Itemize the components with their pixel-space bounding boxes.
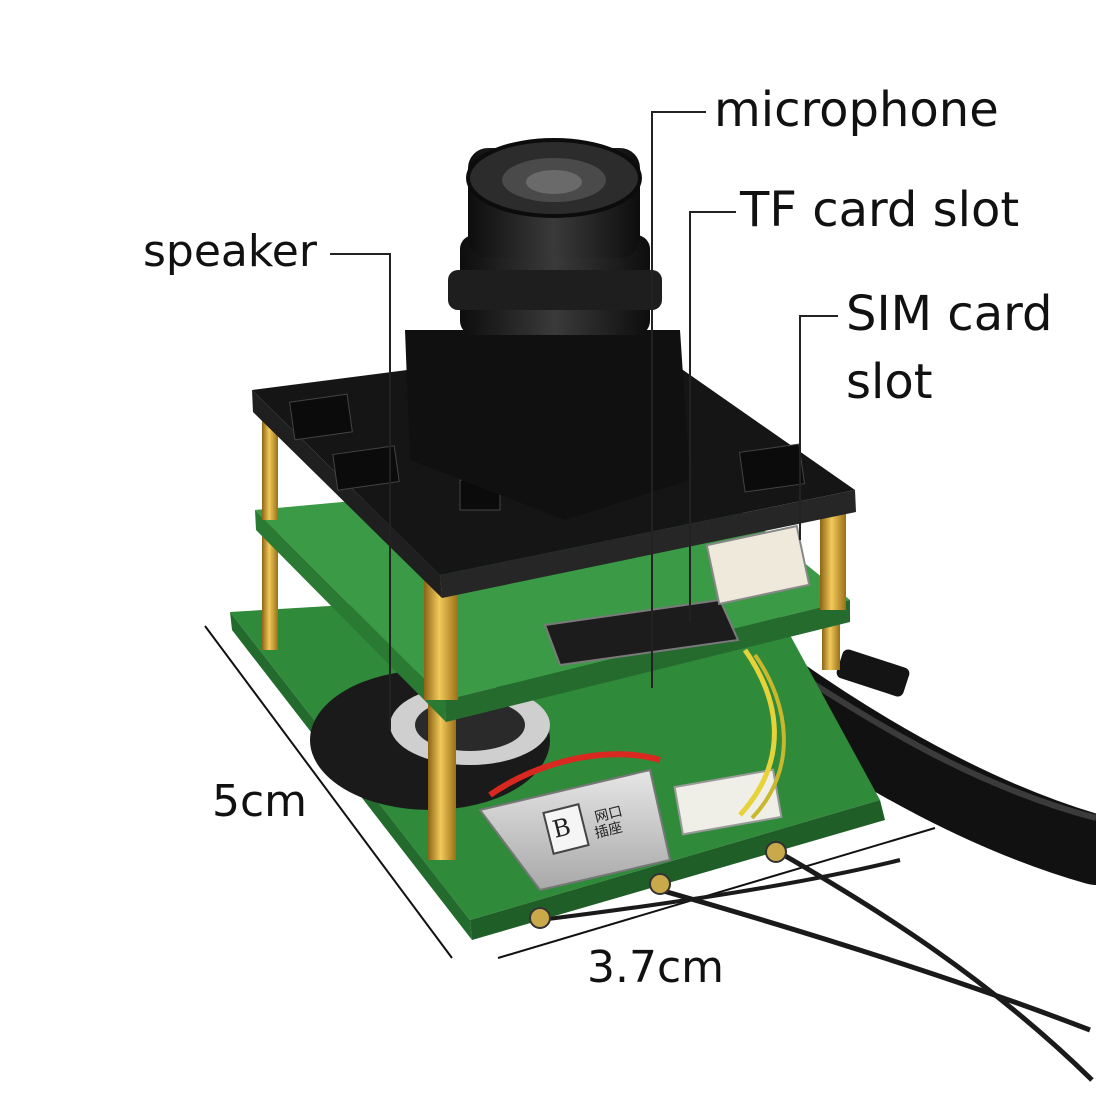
cable-tie [836,649,910,697]
wire-red [488,751,661,798]
antenna-connector [649,873,671,895]
leader-line-microphone [651,111,706,688]
antenna-cable [539,858,901,922]
standoff [262,420,278,520]
chip [289,393,353,441]
label-microphone: microphone [714,82,999,138]
label-sim-card-slot-line2: slot [846,354,933,410]
sim-card-slot [705,524,811,606]
port-letter: B [550,812,574,843]
antenna-cable [773,847,1094,1082]
antenna-connector [529,907,551,929]
leader-line-tf-card-slot [689,211,736,622]
label-depth-dimension: 3.7cm [587,942,725,993]
label-speaker: speaker [143,226,317,277]
label-width-dimension: 5cm [212,776,308,827]
chip [332,445,400,491]
leader-line-speaker [330,253,391,730]
lens-holder [405,330,690,520]
label-tf-card-slot: TF card slot [740,182,1020,238]
chip [738,443,806,493]
port-label-2: 插座 [593,820,624,842]
antenna-connector [765,841,787,863]
dimension-line-width [204,625,453,959]
leader-line-sim-card-slot [799,315,838,540]
standoff [424,580,458,700]
connector-white [673,768,783,836]
dimension-line-depth [497,827,936,959]
wire-yellow [738,648,777,817]
antenna-cable [659,887,1091,1033]
port-label-1: 网口 [593,804,624,826]
label-sim-card-slot-line1: SIM card [846,286,1053,342]
standoff [262,520,278,650]
